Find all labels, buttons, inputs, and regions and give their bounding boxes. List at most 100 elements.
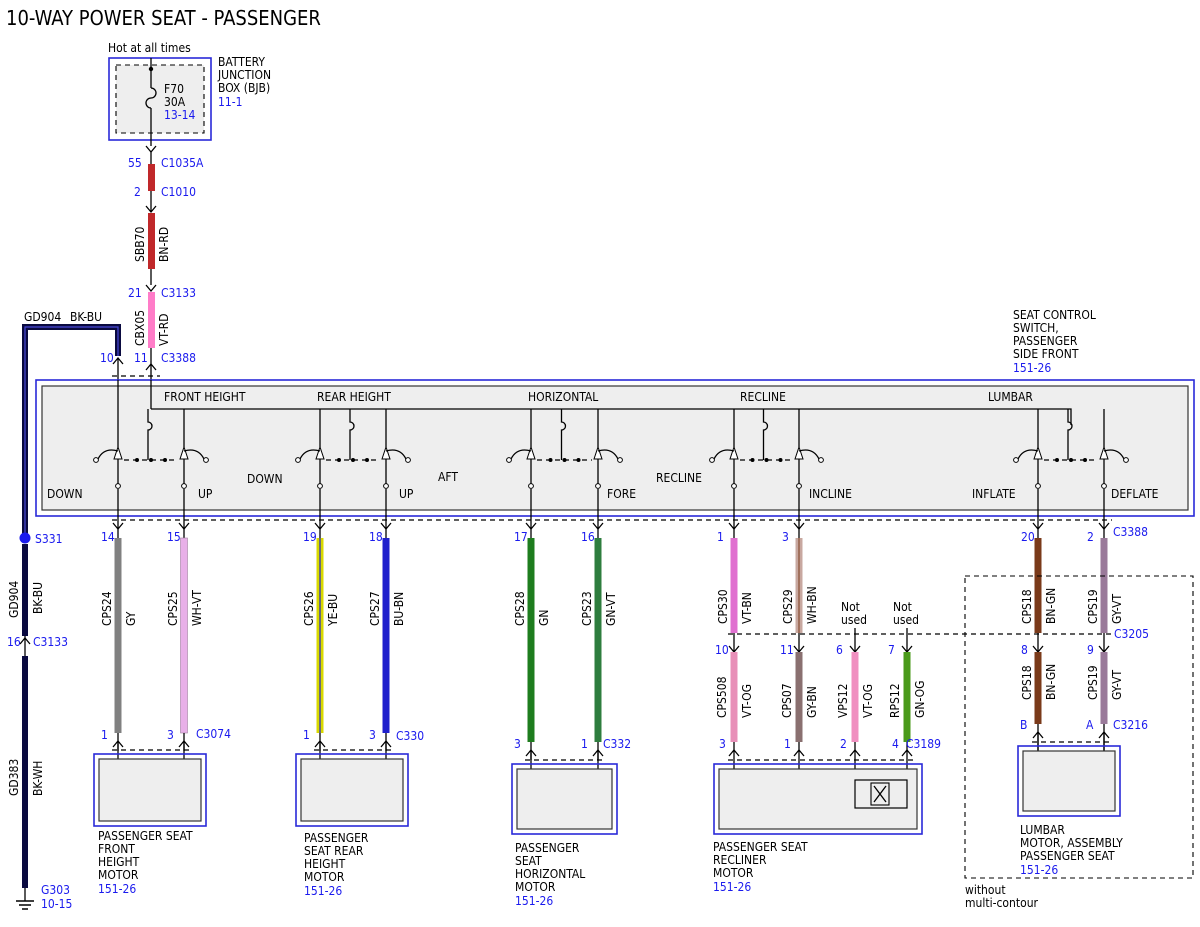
bjb-line-1: BATTERY (218, 55, 265, 69)
ground-circuit: GD904 BK-BU S331 GD904 BK-BU 16 C3133 GD… (7, 310, 124, 911)
c3133-ground-label: C3133 (33, 635, 68, 649)
wire-9-color: BN-GN (1044, 588, 1058, 624)
c3074-label: C3074 (196, 727, 231, 741)
recliner-wire-2-pin: 11 (780, 643, 794, 657)
wire-4-circuit: CPS27 (368, 591, 382, 626)
recliner-wire-1-pin: 10 (715, 643, 729, 657)
battery-junction-box: Hot at all times F70 30A 13-14 BATTERY J… (108, 41, 271, 146)
motor-1-ref: 151-26 (98, 882, 136, 896)
g303-label: G303 (41, 883, 70, 897)
wire-4-color: BU-BN (392, 592, 406, 626)
wire-3-pin: 19 (303, 530, 317, 544)
lumbar-wire-1-end-pin: B (1020, 718, 1027, 732)
motor-2-ref: 151-26 (304, 884, 342, 898)
wire-7-pin: 1 (717, 530, 724, 544)
wire-5-pin: 17 (514, 530, 528, 544)
wire-2-end-pin: 3 (167, 728, 174, 742)
wire-2-pin: 15 (167, 530, 181, 544)
gd383-circuit: GD383 (7, 759, 21, 796)
c3205-label: C3205 (1114, 627, 1149, 641)
wire-1-circuit: CPS24 (100, 591, 114, 626)
cbx05-color: VT-RD (157, 313, 171, 346)
switch-title-1: SEAT CONTROL (1013, 308, 1096, 322)
c3388-pin-11: 11 (134, 351, 148, 365)
switch-pair-5 (1013, 409, 1129, 520)
motor-1-line-1: PASSENGER SEAT (98, 829, 193, 843)
motor-horizontal: PASSENGER SEAT HORIZONTAL MOTOR 151-26 (511, 759, 618, 908)
motor-rear-height: PASSENGER SEAT REAR HEIGHT MOTOR 151-26 (295, 749, 409, 898)
wire-10-circuit: CPS19 (1086, 589, 1100, 624)
lumbar-wire-2-color: GY-VT (1110, 669, 1124, 700)
section-lumbar: LUMBAR (988, 390, 1033, 404)
motor-1-line-3: HEIGHT (98, 855, 140, 869)
c3388-out-label: C3388 (1113, 525, 1148, 539)
not-used-1b: used (841, 613, 867, 627)
recliner-wire-4-pin: 7 (888, 643, 895, 657)
recliner-wire-1-end-pin: 3 (719, 737, 726, 751)
feed-wire-sbb70 (148, 213, 155, 269)
recliner-wire-3-end-pin: 2 (840, 737, 847, 751)
motor-5-line-3: PASSENGER SEAT (1020, 849, 1115, 863)
motor-5-line-2: MOTOR, ASSEMBLY (1020, 836, 1123, 850)
wire-4-pin: 18 (369, 530, 383, 544)
position-sensor-icon (854, 779, 908, 809)
dir-front-up: UP (198, 487, 213, 501)
sbb70-circuit: SBB70 (133, 226, 147, 262)
gd383-color: BK-WH (31, 761, 45, 796)
motor-2-line-4: MOTOR (304, 870, 345, 884)
lumbar-wire-1-pin: 8 (1021, 643, 1028, 657)
motor-1-line-4: MOTOR (98, 868, 139, 882)
wire-3-color: YE-BU (326, 594, 340, 627)
cbx05-circuit: CBX05 (133, 310, 147, 346)
dir-rear-down: DOWN (247, 472, 283, 486)
recliner-wire-1-circuit: CPS508 (715, 676, 729, 718)
dir-front-down: DOWN (47, 487, 83, 501)
not-used-labels: Not used Not used C3205 (728, 600, 1149, 643)
supply-feed: 55 C1035A 2 C1010 SBB70 BN-RD 21 C3133 C… (100, 145, 204, 380)
c1035a-pin: 55 (128, 156, 142, 170)
wire-6-pin: 16 (581, 530, 595, 544)
wire-9-pin: 20 (1021, 530, 1035, 544)
fuse-rating: 30A (164, 95, 186, 109)
dir-incline: INCLINE (809, 487, 852, 501)
dir-recline: RECLINE (656, 471, 702, 485)
fuse-icon (145, 87, 157, 109)
gd904-mid-circuit: GD904 (7, 581, 21, 618)
recliner-wire-1-color: VT-OG (740, 684, 754, 718)
wire-5-circuit: CPS28 (513, 591, 527, 626)
wire-2-color: WH-VT (190, 590, 204, 626)
lumbar-wire-1-color: BN-GN (1044, 664, 1058, 700)
c3189-label: C3189 (906, 737, 941, 751)
motor-1-line-2: FRONT (98, 842, 135, 856)
motor-5-ref: 151-26 (1020, 863, 1058, 877)
ground-wire-mid (22, 544, 28, 636)
wire-1-pin: 14 (101, 530, 115, 544)
lumbar-wire-1-circuit: CPS18 (1020, 665, 1034, 700)
wire-4-end-pin: 3 (369, 728, 376, 742)
ground-wire-low (22, 656, 28, 888)
recliner-wire-2-end-pin: 1 (784, 737, 791, 751)
c1035a-label: C1035A (161, 156, 204, 170)
wire-6-circuit: CPS23 (580, 591, 594, 626)
recliner-wire-4-end-pin: 4 (892, 737, 899, 751)
diagram-title: 10-WAY POWER SEAT - PASSENGER (6, 6, 321, 30)
wire-3-circuit: CPS26 (302, 591, 316, 626)
wire-1-end-pin: 1 (101, 728, 108, 742)
lumbar-wire-2-pin: 9 (1087, 643, 1094, 657)
switch-title-3: PASSENGER (1013, 334, 1078, 348)
wire-2-circuit: CPS25 (166, 591, 180, 626)
c1010-label: C1010 (161, 185, 196, 199)
wire-9-circuit: CPS18 (1020, 589, 1034, 624)
dir-inflate: INFLATE (972, 487, 1016, 501)
c1010-pin: 2 (134, 185, 141, 199)
